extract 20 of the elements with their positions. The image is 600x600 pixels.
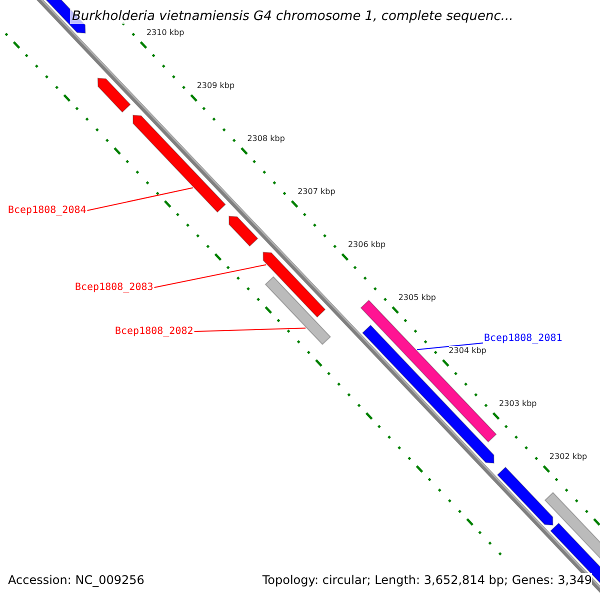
gene-label: Bcep1808_2082	[115, 326, 194, 337]
leader-line	[86, 187, 194, 211]
gene-label: Bcep1808_2083	[75, 282, 154, 293]
accession-text: Accession: NC_009256	[8, 573, 144, 587]
scale-label: 2309 kbp	[196, 81, 235, 90]
scale-label: 2305 kbp	[398, 293, 436, 302]
scale-label: 2306 kbp	[348, 240, 386, 249]
gene-feature	[132, 114, 226, 213]
gene-label: Bcep1808_2081	[484, 333, 562, 344]
scale-label: 2310 kbp	[146, 28, 184, 37]
gene-feature	[262, 252, 326, 318]
topology-text: Topology: circular; Length: 3,652,814 bp; Genes: 3,349	[262, 573, 592, 587]
leader-line	[194, 328, 306, 332]
gene-label: Bcep1808_2084	[8, 205, 86, 216]
leader-line	[154, 264, 267, 288]
scale-label: 2304 kbp	[448, 346, 486, 355]
scale-label: 2308 kbp	[247, 134, 285, 143]
gene-feature	[264, 276, 332, 346]
scale-label: 2302 kbp	[549, 452, 588, 461]
scale-label: 2307 kbp	[298, 187, 336, 196]
